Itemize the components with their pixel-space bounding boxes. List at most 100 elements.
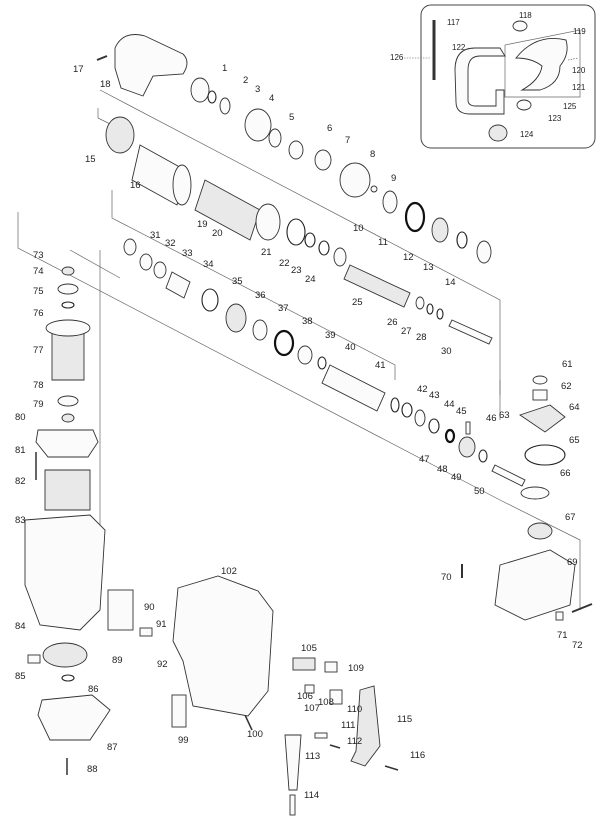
part-label-39: 39 (325, 330, 336, 341)
part-label-84: 84 (15, 621, 26, 632)
part-25-spindle (343, 264, 411, 308)
part-label-48: 48 (437, 464, 448, 475)
part-1 (190, 77, 210, 103)
part-13-ring (456, 231, 468, 249)
part-label-108: 108 (318, 697, 334, 708)
part-85-brush (27, 654, 41, 664)
part-label-71: 71 (557, 630, 568, 641)
part-label-102: 102 (221, 566, 237, 577)
part-24 (333, 247, 347, 267)
part-label-5: 5 (289, 112, 294, 123)
part-label-64: 64 (569, 402, 580, 413)
part-label-78: 78 (33, 380, 44, 391)
part-label-77: 77 (33, 345, 44, 356)
part-75 (61, 301, 75, 309)
part-label-112: 112 (347, 736, 362, 747)
part-label-116: 116 (410, 750, 425, 761)
part-label-49: 49 (451, 472, 462, 483)
part-label-18: 18 (100, 79, 111, 90)
part-label-91: 91 (156, 619, 167, 630)
part-48-piston (458, 436, 476, 458)
part-label-13: 13 (423, 262, 434, 273)
part-label-9: 9 (391, 173, 396, 184)
part-39 (297, 345, 313, 365)
part-label-24: 24 (305, 274, 316, 285)
part-label-8: 8 (370, 149, 375, 160)
part-50-con-rod (491, 464, 526, 487)
part-43 (401, 402, 413, 418)
part-label-85: 85 (15, 671, 26, 682)
part-116-screw (384, 765, 399, 771)
part-label-69: 69 (567, 557, 578, 568)
part-65-gasket (524, 444, 566, 466)
part-122-bracket (454, 47, 506, 115)
part-label-125: 125 (563, 102, 577, 111)
part-15-ring (105, 116, 135, 154)
part-80-baffle (35, 429, 99, 458)
part-label-114: 114 (304, 790, 319, 801)
part-label-126: 126 (390, 53, 404, 62)
part-34-sleeve (165, 271, 191, 299)
part-label-105: 105 (301, 643, 317, 654)
part-label-34: 34 (203, 259, 214, 270)
part-111 (314, 732, 328, 739)
part-16-sleeve-end (172, 164, 192, 206)
part-47 (444, 428, 456, 444)
part-45 (428, 418, 440, 434)
part-number-labels: 1234567891011121314151617181920212223242… (15, 63, 583, 801)
part-38-spring (273, 329, 295, 357)
part-label-120: 120 (572, 66, 586, 75)
part-label-87: 87 (107, 742, 118, 753)
part-label-47: 47 (419, 454, 430, 465)
part-label-37: 37 (278, 303, 289, 314)
part-82-field (44, 469, 91, 511)
part-21-oring (286, 218, 306, 246)
part-71 (555, 611, 564, 621)
part-label-70: 70 (441, 572, 452, 583)
part-label-46: 46 (486, 413, 497, 424)
part-37 (252, 319, 268, 341)
part-77-armature (51, 329, 85, 381)
part-label-62: 62 (561, 381, 572, 392)
part-28 (436, 308, 444, 320)
guide-lower (111, 190, 396, 380)
part-16-sleeve (131, 144, 186, 206)
part-label-11: 11 (378, 237, 388, 248)
part-100-screw (244, 714, 253, 731)
part-26 (415, 296, 425, 310)
part-label-122: 122 (452, 43, 466, 52)
part-label-3: 3 (255, 84, 260, 95)
part-109 (324, 661, 338, 673)
part-27 (426, 303, 434, 315)
part-label-21: 21 (261, 247, 272, 258)
part-2-ring (207, 90, 217, 104)
part-label-63: 63 (499, 410, 510, 421)
part-42 (390, 397, 400, 413)
part-label-45: 45 (456, 406, 467, 417)
part-label-4: 4 (269, 93, 274, 104)
part-label-72: 72 (572, 640, 583, 651)
part-36 (225, 303, 247, 333)
part-label-74: 74 (33, 266, 44, 277)
part-123-nut (516, 99, 532, 111)
part-79-bearing (61, 413, 75, 423)
part-30-striker (448, 319, 493, 345)
part-10 (382, 190, 398, 214)
part-119-121-clamp (515, 38, 568, 91)
part-label-99: 99 (178, 735, 189, 746)
part-124-knob (488, 124, 508, 142)
part-label-22: 22 (279, 258, 290, 269)
part-label-65: 65 (569, 435, 580, 446)
part-label-19: 19 (197, 219, 208, 230)
part-label-90: 90 (144, 602, 155, 613)
part-3-washer (219, 97, 231, 115)
part-90-switch-block (107, 589, 134, 631)
part-label-42: 42 (417, 384, 428, 395)
part-label-38: 38 (302, 316, 313, 327)
part-label-92: 92 (157, 659, 168, 670)
part-19-barrel-flange (255, 203, 281, 241)
part-64-cover (518, 404, 566, 433)
part-91-connector (139, 627, 153, 637)
part-label-32: 32 (165, 238, 176, 249)
